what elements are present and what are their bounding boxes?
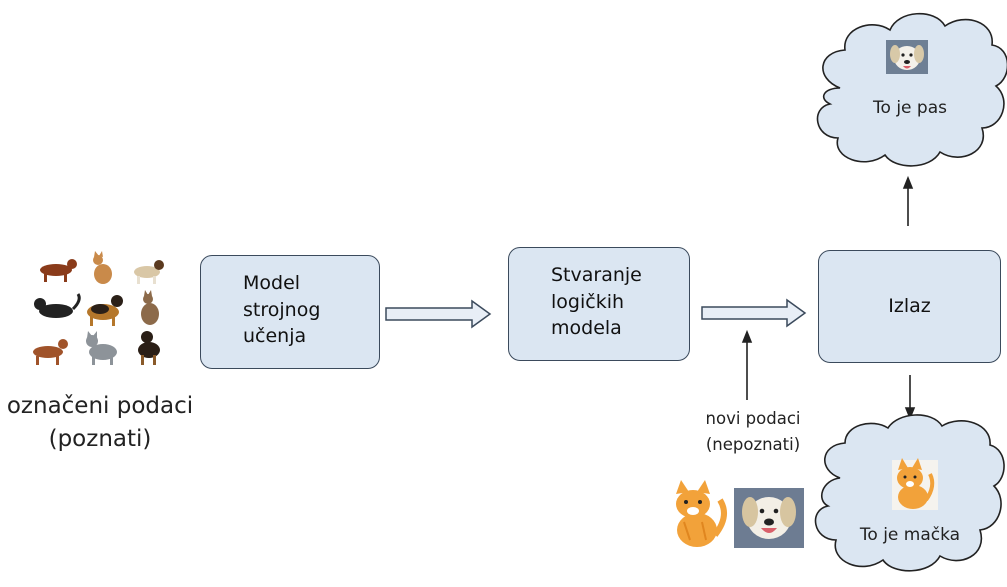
dog-photo-new-data xyxy=(734,488,804,548)
result-cat-label: To je mačka xyxy=(859,525,961,545)
logic-box-line2: logičkih xyxy=(551,290,625,313)
arrow-output-to-cat xyxy=(904,375,916,421)
ml-box-line1: Model xyxy=(243,272,301,294)
dachshund-icon xyxy=(40,259,77,282)
arrow-logic-to-output xyxy=(701,298,807,328)
cat-cartoon-new-data xyxy=(668,480,727,549)
arrow-ml-to-logic xyxy=(385,299,492,329)
cat-cartoon-small xyxy=(892,458,938,510)
logic-model-box: Stvaranje logičkih modela xyxy=(508,247,690,361)
german-shepherd-icon xyxy=(87,295,123,326)
output-box-label: Izlaz xyxy=(888,295,931,318)
dog-photo-small xyxy=(886,40,928,74)
cat-brown-icon xyxy=(141,290,159,325)
dog-brown-white-icon xyxy=(33,339,68,365)
cat-black-icon xyxy=(34,293,81,318)
arrow-output-to-dog xyxy=(902,175,914,226)
result-dog-label: To je pas xyxy=(873,98,947,118)
logic-box-line1: Stvaranje xyxy=(551,264,642,286)
output-box: Izlaz xyxy=(818,250,1001,363)
dog-black-tan-icon xyxy=(138,331,160,365)
beagle-icon xyxy=(134,260,164,284)
cloud-dog xyxy=(816,12,1007,167)
labeled-data-caption: označeni podaci (poznati) xyxy=(0,390,200,457)
labeled-data-caption-line1: označeni podaci xyxy=(6,393,194,419)
ml-box-line3: učenja xyxy=(243,325,307,348)
ml-model-box: Model strojnog učenja xyxy=(200,255,380,369)
logic-box-line3: modela xyxy=(551,317,622,340)
new-data-caption: novi podaci (nepoznati) xyxy=(688,406,818,457)
labeled-animals-grid xyxy=(33,251,164,365)
cat-ginger-icon xyxy=(93,251,112,284)
arrow-new-data-up xyxy=(741,329,753,400)
cat-grey-icon xyxy=(86,331,117,365)
new-data-caption-line1: novi podaci xyxy=(705,409,801,428)
labeled-data-caption-line2: (poznati) xyxy=(48,426,152,453)
new-data-caption-line2: (nepoznati) xyxy=(705,434,801,454)
ml-box-line2: strojnog xyxy=(243,298,321,321)
